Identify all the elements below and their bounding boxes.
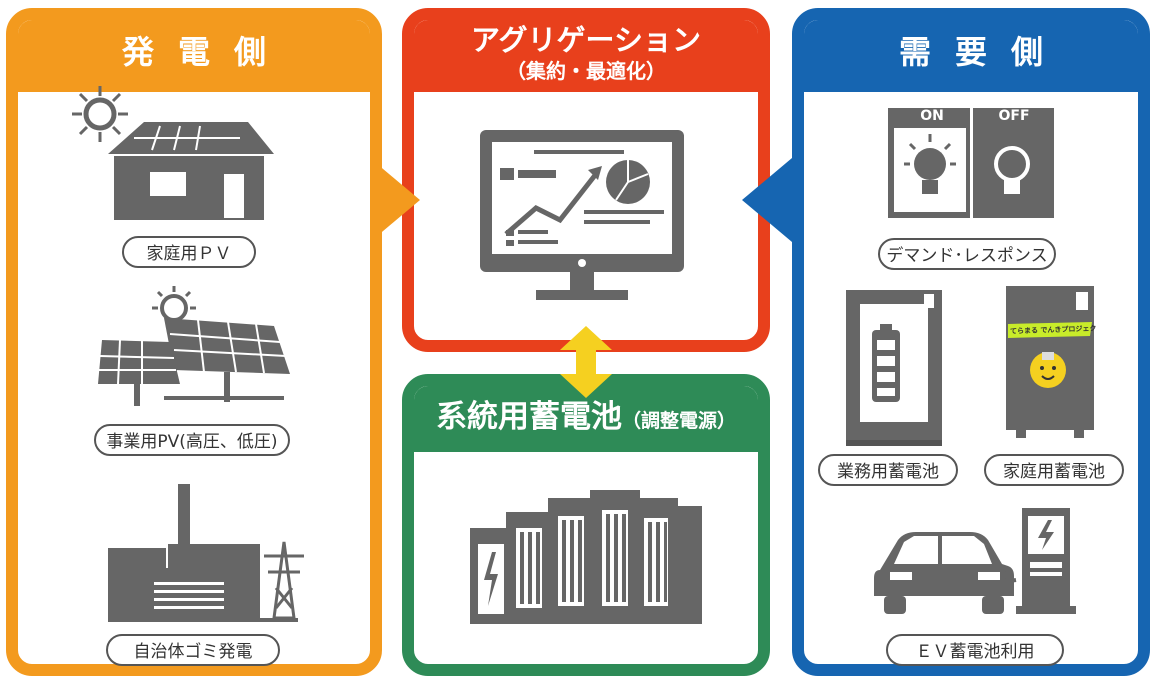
- generation-to-aggregation-arrow: [370, 158, 420, 242]
- demand-to-aggregation-arrow: [742, 158, 792, 242]
- grid-battery-panel: 系統用蓄電池（調整電源）: [402, 374, 770, 676]
- aggregation-header: アグリゲーション （集約・最適化）: [414, 20, 758, 92]
- on-label: ON: [920, 108, 944, 124]
- pv-home-label: 家庭用ＰＶ: [122, 236, 256, 268]
- pv-business-label: 事業用PV(高圧、低圧): [94, 424, 290, 456]
- home-battery-label: 家庭用蓄電池: [984, 454, 1124, 486]
- ev-charging-icon: [874, 508, 1076, 614]
- grid-battery-title: 系統用蓄電池: [435, 399, 622, 435]
- solar-panels-icon: [98, 286, 290, 406]
- battery-storage-icon: [470, 490, 702, 624]
- ev-battery-label: ＥＶ蓄電池利用: [886, 634, 1064, 666]
- generation-title: 発電側: [18, 20, 370, 92]
- aggregation-title: アグリゲーション: [471, 23, 701, 57]
- home-battery-icon: [1006, 286, 1094, 438]
- demand-response-label: デマンド･レスポンス: [878, 238, 1056, 270]
- house-solar-icon: [72, 86, 274, 220]
- monitor-chart-icon: [480, 130, 684, 300]
- business-battery-icon: [846, 290, 942, 446]
- incineration-plant-icon: [108, 484, 304, 622]
- business-battery-label: 業務用蓄電池: [818, 454, 958, 486]
- on-off-switch-icon: [888, 108, 1054, 218]
- aggregation-subtitle: （集約・最適化）: [506, 59, 666, 83]
- off-label: OFF: [998, 108, 1030, 124]
- demand-title: 需要側: [804, 20, 1138, 92]
- waste-power-label: 自治体ゴミ発電: [106, 634, 280, 666]
- grid-battery-subtitle: （調整電源）: [621, 410, 736, 432]
- double-arrow-icon: [560, 326, 612, 398]
